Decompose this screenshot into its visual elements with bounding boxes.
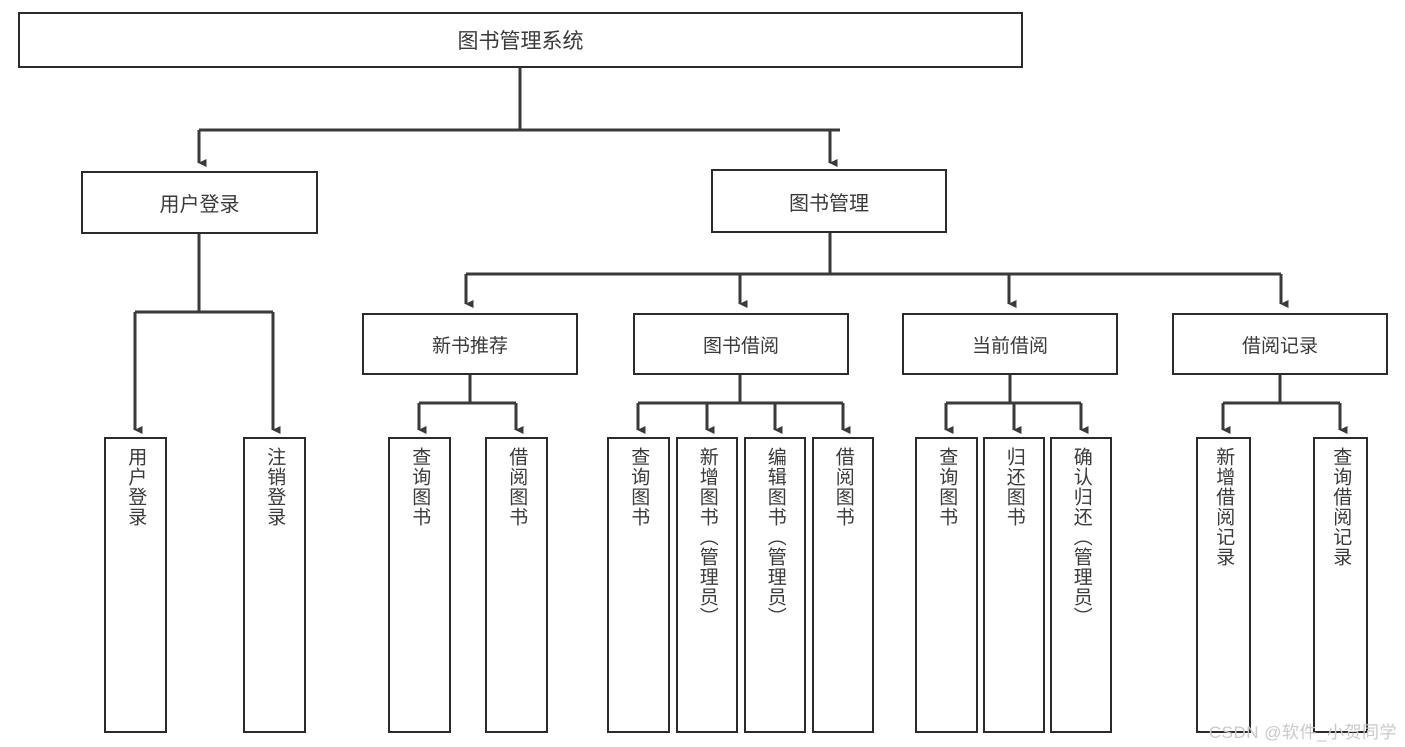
leaf-query-book-3-label: 查询图书 — [936, 447, 958, 527]
leaf-confirm-return[interactable]: 确认归还（管理员） — [1050, 437, 1112, 733]
leaf-query-book-2-label: 查询图书 — [628, 447, 650, 527]
leaf-add-book[interactable]: 新增图书（管理员） — [676, 437, 738, 733]
leaf-user-login[interactable]: 用户登录 — [104, 437, 167, 733]
leaf-borrow-book-1[interactable]: 借阅图书 — [485, 437, 548, 733]
watermark: CSDN @软件_小贺同学 — [1208, 723, 1397, 742]
node-borrow-record[interactable]: 借阅记录 — [1172, 313, 1388, 375]
leaf-borrow-book-2-label: 借阅图书 — [832, 447, 854, 527]
leaf-edit-book[interactable]: 编辑图书（管理员） — [744, 437, 806, 733]
leaf-return-book-label: 归还图书 — [1003, 447, 1025, 527]
leaf-add-record-label: 新增借阅记录 — [1213, 447, 1235, 567]
leaf-user-login-label: 用户登录 — [125, 447, 147, 527]
leaf-query-book-3[interactable]: 查询图书 — [915, 437, 978, 733]
leaf-add-record[interactable]: 新增借阅记录 — [1196, 437, 1251, 733]
leaf-query-book-2[interactable]: 查询图书 — [607, 437, 670, 733]
node-root[interactable]: 图书管理系统 — [18, 12, 1023, 68]
leaf-return-book[interactable]: 归还图书 — [983, 437, 1045, 733]
node-new-book-rec[interactable]: 新书推荐 — [362, 313, 578, 375]
leaf-borrow-book-2[interactable]: 借阅图书 — [812, 437, 874, 733]
node-borrow-record-label: 借阅记录 — [1241, 335, 1318, 357]
leaf-confirm-return-label: 确认归还（管理员） — [1070, 447, 1092, 627]
leaf-query-book-1-label: 查询图书 — [409, 447, 431, 527]
leaf-edit-book-label: 编辑图书（管理员） — [764, 447, 786, 627]
node-new-book-rec-label: 新书推荐 — [431, 335, 508, 357]
node-book-borrow[interactable]: 图书借阅 — [633, 313, 849, 375]
leaf-query-record[interactable]: 查询借阅记录 — [1313, 437, 1368, 733]
node-book-borrow-label: 图书借阅 — [702, 335, 779, 357]
node-user-login-label: 用户登录 — [159, 194, 240, 216]
node-root-label: 图书管理系统 — [457, 30, 584, 53]
node-current-borrow[interactable]: 当前借阅 — [902, 313, 1118, 375]
leaf-query-book-1[interactable]: 查询图书 — [388, 437, 451, 733]
leaf-borrow-book-1-label: 借阅图书 — [506, 447, 528, 527]
node-user-login[interactable]: 用户登录 — [81, 171, 318, 234]
node-current-borrow-label: 当前借阅 — [971, 335, 1048, 357]
node-book-manage[interactable]: 图书管理 — [711, 169, 947, 233]
leaf-add-book-label: 新增图书（管理员） — [696, 447, 718, 627]
node-book-manage-label: 图书管理 — [789, 192, 869, 215]
leaf-logout[interactable]: 注销登录 — [243, 437, 306, 733]
leaf-query-record-label: 查询借阅记录 — [1330, 447, 1352, 567]
leaf-logout-label: 注销登录 — [264, 447, 286, 527]
